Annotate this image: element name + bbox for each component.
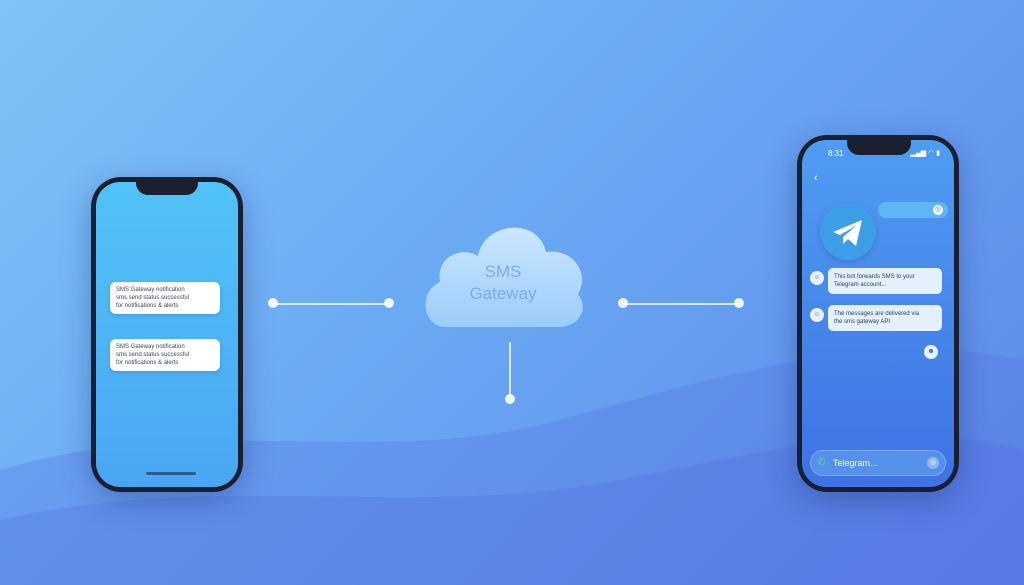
- sender-phone-screen: SMS Gateway notification sms send status…: [96, 182, 238, 487]
- sms-message-2[interactable]: SMS Gateway notification sms send status…: [110, 339, 220, 371]
- bot-avatar-1: ☺: [810, 271, 824, 285]
- receiver-phone-screen: 8:31 ▂▄▆ ◠ ▮ ‹ ◎ ☺ This bot forwards SMS…: [802, 140, 954, 487]
- receiver-phone: 8:31 ▂▄▆ ◠ ▮ ‹ ◎ ☺ This bot forwards SMS…: [797, 135, 959, 492]
- sms-message-1[interactable]: SMS Gateway notification sms send status…: [110, 282, 220, 314]
- connector-right: [623, 303, 737, 305]
- telegram-logo-icon: [820, 204, 876, 260]
- message-input-placeholder: Telegram...: [833, 458, 878, 468]
- connector-dot-right-end: [734, 298, 744, 308]
- chat-message-1-line-1: This bot forwards SMS to your: [834, 274, 915, 280]
- connector-dot-left-end: [384, 298, 394, 308]
- status-time: 8:31: [828, 149, 844, 158]
- gateway-label-line-1: SMS: [484, 262, 522, 281]
- status-icons: ▂▄▆ ◠ ▮: [910, 150, 940, 157]
- gateway-label-line-2: Gateway: [469, 284, 537, 303]
- chat-message-1-line-2: Telegram account...: [834, 282, 887, 288]
- phone-notch: [136, 177, 198, 195]
- phone-call-icon[interactable]: ✆: [817, 457, 826, 468]
- pill-status-icon: ◎: [933, 205, 943, 215]
- chat-message-1[interactable]: This bot forwards SMS to your Telegram a…: [828, 268, 942, 294]
- send-icon[interactable]: ◎: [927, 457, 939, 469]
- sms-message-2-line-1: SMS Gateway notification: [116, 344, 185, 350]
- chat-message-2[interactable]: The messages are delivered via the sms g…: [828, 305, 942, 331]
- sms-message-1-line-3: for notifications & alerts: [116, 303, 179, 309]
- cloud-icon: [425, 227, 583, 327]
- sms-message-2-line-2: sms send status successful: [116, 352, 190, 358]
- bot-avatar-2: ☺: [810, 308, 824, 322]
- incoming-message-pill[interactable]: ◎: [878, 202, 948, 218]
- sender-phone: SMS Gateway notification sms send status…: [91, 177, 243, 492]
- connector-dot-bottom: [505, 394, 515, 404]
- back-arrow-icon[interactable]: ‹: [814, 172, 818, 184]
- home-indicator: [146, 472, 196, 475]
- user-avatar: ☻: [924, 345, 938, 359]
- chat-message-2-line-1: The messages are delivered via: [834, 311, 920, 317]
- chat-message-2-line-2: the sms gateway API: [834, 319, 891, 325]
- sms-message-1-line-1: SMS Gateway notification: [116, 287, 185, 293]
- sms-message-1-line-2: sms send status successful: [116, 295, 190, 301]
- sms-gateway-cloud: SMS Gateway: [418, 212, 588, 332]
- connector-down: [509, 342, 511, 398]
- connector-left: [273, 303, 387, 305]
- sms-message-2-line-3: for notifications & alerts: [116, 360, 179, 366]
- phone-notch-right: [847, 135, 911, 155]
- message-input[interactable]: ✆ Telegram... ◎: [810, 450, 946, 476]
